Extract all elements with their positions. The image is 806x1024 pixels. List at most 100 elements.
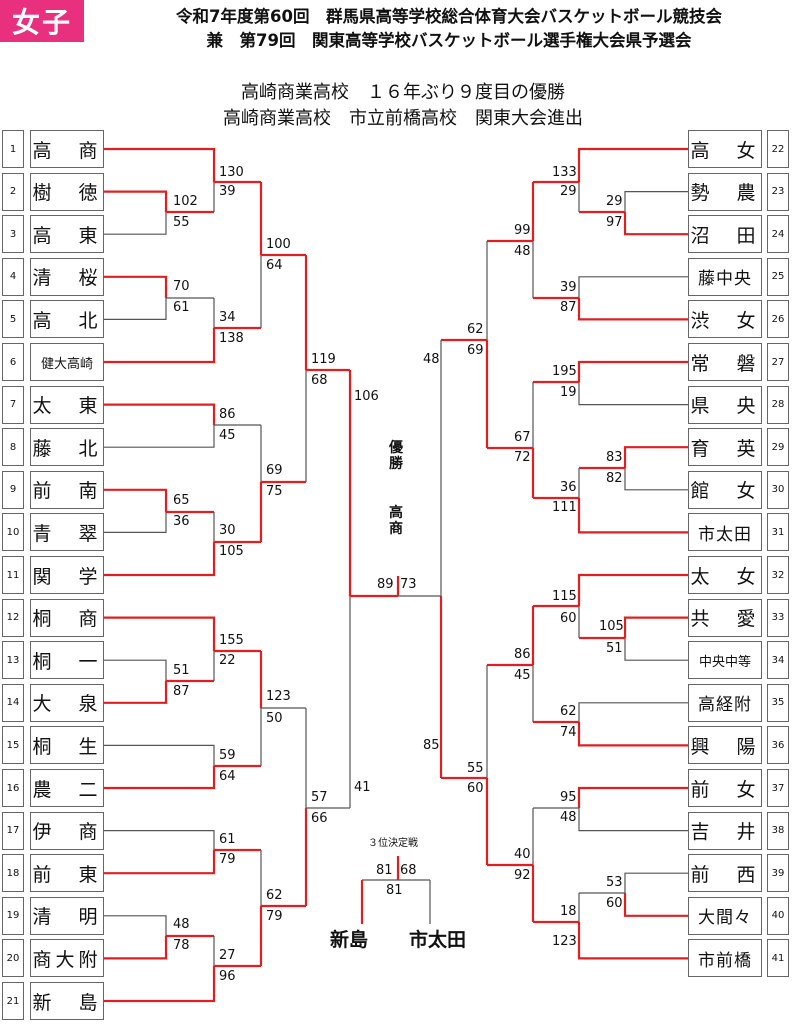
winner-path bbox=[104, 403, 216, 425]
match-score: 41 bbox=[354, 780, 371, 795]
team-name: 商大附 bbox=[30, 939, 104, 978]
match-score: 195 bbox=[552, 364, 577, 379]
seed-number: 4 bbox=[2, 257, 24, 296]
bracket-line bbox=[578, 702, 688, 722]
seed-number: 19 bbox=[2, 896, 24, 935]
bracket-line bbox=[624, 872, 688, 893]
match-score: 95 bbox=[560, 790, 577, 805]
match-score: 119 bbox=[311, 352, 336, 367]
team-name: 常 磐 bbox=[688, 343, 762, 381]
third-place-label: ３位決定戦 bbox=[368, 838, 418, 849]
match-score: 39 bbox=[560, 280, 577, 295]
team-name: 前 女 bbox=[688, 769, 762, 807]
team-name: 大間々 bbox=[688, 896, 762, 935]
match-score: 53 bbox=[606, 875, 623, 890]
match-score: 111 bbox=[552, 500, 577, 515]
team-name: 健大高崎 bbox=[30, 343, 104, 381]
bracket-line bbox=[578, 276, 688, 298]
winner-path bbox=[577, 498, 688, 534]
team-name: 藤中央 bbox=[688, 257, 762, 296]
match-score: 66 bbox=[311, 811, 328, 826]
team-name: 関 学 bbox=[30, 556, 104, 594]
team-name: 市太田 bbox=[688, 513, 762, 552]
winner-path bbox=[577, 360, 688, 382]
team-name: 市前橋 bbox=[688, 939, 762, 978]
match-score: 79 bbox=[219, 852, 236, 867]
match-score: 96 bbox=[219, 969, 236, 984]
match-score: 87 bbox=[560, 300, 577, 315]
bracket-line bbox=[104, 915, 167, 936]
match-score: 39 bbox=[219, 184, 236, 199]
team-name: 樹 徳 bbox=[30, 172, 104, 211]
match-score: 57 bbox=[311, 790, 328, 805]
match-score: 123 bbox=[266, 689, 291, 704]
bracket-line bbox=[104, 744, 215, 766]
match-score: 67 bbox=[514, 430, 531, 445]
match-score: 86 bbox=[219, 407, 236, 422]
team-name: 桐 一 bbox=[30, 641, 104, 680]
winner-path bbox=[104, 328, 216, 364]
match-score: 19 bbox=[560, 385, 577, 400]
seed-number: 41 bbox=[767, 939, 789, 978]
team-name: 桐 生 bbox=[30, 726, 104, 765]
match-score: 89 bbox=[377, 577, 394, 592]
seed-number: 15 bbox=[2, 726, 24, 765]
match-score: 40 bbox=[514, 847, 531, 862]
match-score: 92 bbox=[514, 868, 531, 883]
winner-path bbox=[104, 488, 168, 512]
seed-number: 30 bbox=[767, 470, 789, 509]
match-score: 133 bbox=[552, 165, 577, 180]
match-score: 29 bbox=[560, 184, 577, 199]
seed-number: 22 bbox=[767, 130, 789, 168]
seed-number: 28 bbox=[767, 385, 789, 424]
match-score: 36 bbox=[173, 514, 190, 529]
match-score: 45 bbox=[219, 428, 236, 443]
qualifier-announcement: 高崎商業高校 市立前橋高校 関東大会進出 bbox=[223, 108, 583, 129]
match-score: 138 bbox=[219, 331, 244, 346]
match-score: 155 bbox=[219, 633, 244, 648]
match-score: 51 bbox=[606, 641, 623, 656]
seed-number: 20 bbox=[2, 939, 24, 978]
bracket-line bbox=[104, 512, 167, 534]
match-score: 61 bbox=[219, 832, 236, 847]
match-score: 83 bbox=[606, 450, 623, 465]
seed-number: 33 bbox=[767, 598, 789, 637]
tournament-title: 令和7年度第60回 群馬県高等学校総合体育大会バスケットボール競技会 bbox=[176, 7, 722, 26]
winner-path bbox=[104, 190, 168, 212]
seed-number: 36 bbox=[767, 726, 789, 765]
winner-path bbox=[577, 147, 688, 182]
match-score: 48 bbox=[173, 917, 190, 932]
winner-path bbox=[577, 722, 688, 747]
seed-number: 3 bbox=[2, 215, 24, 254]
team-name: 前 東 bbox=[30, 854, 104, 893]
third-place-score: 81 bbox=[386, 883, 403, 898]
champion-label: 優勝 bbox=[389, 440, 403, 472]
team-name: 太 女 bbox=[688, 556, 762, 594]
seed-number: 23 bbox=[767, 172, 789, 211]
match-score: 123 bbox=[552, 934, 577, 949]
match-score: 55 bbox=[173, 215, 190, 230]
seed-number: 5 bbox=[2, 300, 24, 339]
seed-number: 17 bbox=[2, 811, 24, 850]
match-score: 78 bbox=[173, 938, 190, 953]
match-score: 30 bbox=[219, 523, 236, 538]
bracket-line bbox=[104, 425, 215, 448]
seed-number: 9 bbox=[2, 470, 24, 509]
match-score: 105 bbox=[599, 619, 624, 634]
match-score: 36 bbox=[560, 480, 577, 495]
seed-number: 35 bbox=[767, 683, 789, 722]
match-score: 79 bbox=[266, 909, 283, 924]
seed-number: 8 bbox=[2, 428, 24, 467]
match-score: 48 bbox=[560, 810, 577, 825]
seed-number: 16 bbox=[2, 769, 24, 807]
match-score: 60 bbox=[606, 896, 623, 911]
match-score: 29 bbox=[606, 194, 623, 209]
match-score: 102 bbox=[173, 194, 198, 209]
seed-number: 31 bbox=[767, 513, 789, 552]
match-score: 34 bbox=[219, 310, 236, 325]
team-name: 農 二 bbox=[30, 769, 104, 807]
match-score: 65 bbox=[173, 493, 190, 508]
category-badge: 女子 bbox=[0, 0, 84, 42]
match-score: 45 bbox=[514, 668, 531, 683]
